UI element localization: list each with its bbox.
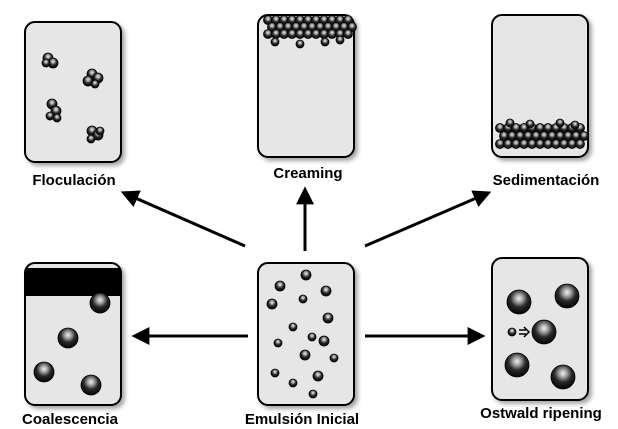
cream-droplet xyxy=(296,40,304,48)
label-emulsion-inicial: Emulsión Inicial xyxy=(245,411,359,428)
initial-droplet xyxy=(300,350,310,360)
label-floculacion: Floculación xyxy=(32,172,115,189)
initial-droplet xyxy=(267,299,277,309)
initial-droplet xyxy=(289,379,297,387)
initial-droplet xyxy=(313,371,323,381)
sed-droplet xyxy=(526,120,534,128)
cream-droplet xyxy=(321,38,329,46)
arrow-to-sedimentacion xyxy=(365,193,488,246)
initial-droplet xyxy=(275,281,285,291)
ostwald-droplet xyxy=(532,320,556,344)
coal-droplet xyxy=(58,328,78,348)
initial-droplet xyxy=(321,286,331,296)
ostwald-droplet xyxy=(507,290,531,314)
ostwald-droplet xyxy=(508,328,516,336)
initial-droplet xyxy=(274,339,282,347)
sed-droplet xyxy=(506,119,514,127)
arrow-to-floculacion xyxy=(124,193,245,246)
initial-droplet xyxy=(301,270,311,280)
ostwald-droplet xyxy=(505,353,529,377)
sed-droplet xyxy=(571,121,579,129)
floc-droplet xyxy=(53,114,61,122)
label-sedimentacion: Sedimentación xyxy=(493,172,600,189)
sed-droplet xyxy=(576,140,585,149)
floculacion-container xyxy=(25,22,121,162)
coal-droplet xyxy=(90,293,110,313)
initial-droplet xyxy=(319,336,329,346)
floc-droplet xyxy=(42,59,50,67)
oil-layer xyxy=(26,268,120,296)
initial-droplet xyxy=(299,295,307,303)
coal-droplet xyxy=(34,362,54,382)
initial-droplet xyxy=(271,369,279,377)
sed-droplet xyxy=(556,119,564,127)
floc-droplet xyxy=(91,80,99,88)
initial-droplet xyxy=(289,323,297,331)
cream-droplet xyxy=(344,30,353,39)
label-coalescencia: Coalescencia xyxy=(22,411,119,428)
label-ostwald: Ostwald ripening xyxy=(480,405,602,422)
initial-droplet xyxy=(309,390,317,398)
initial-droplet xyxy=(330,354,338,362)
initial-droplet xyxy=(323,313,333,323)
cream-droplet xyxy=(336,36,344,44)
sed-droplet xyxy=(580,132,589,141)
emulsion-inicial-container xyxy=(258,263,354,405)
cream-droplet xyxy=(271,38,279,46)
ostwald-droplet xyxy=(555,284,579,308)
coal-droplet xyxy=(81,375,101,395)
floc-droplet xyxy=(96,127,104,135)
initial-droplet xyxy=(308,333,316,341)
label-creaming: Creaming xyxy=(273,165,342,182)
ostwald-droplet xyxy=(551,365,575,389)
floc-droplet xyxy=(87,135,95,143)
